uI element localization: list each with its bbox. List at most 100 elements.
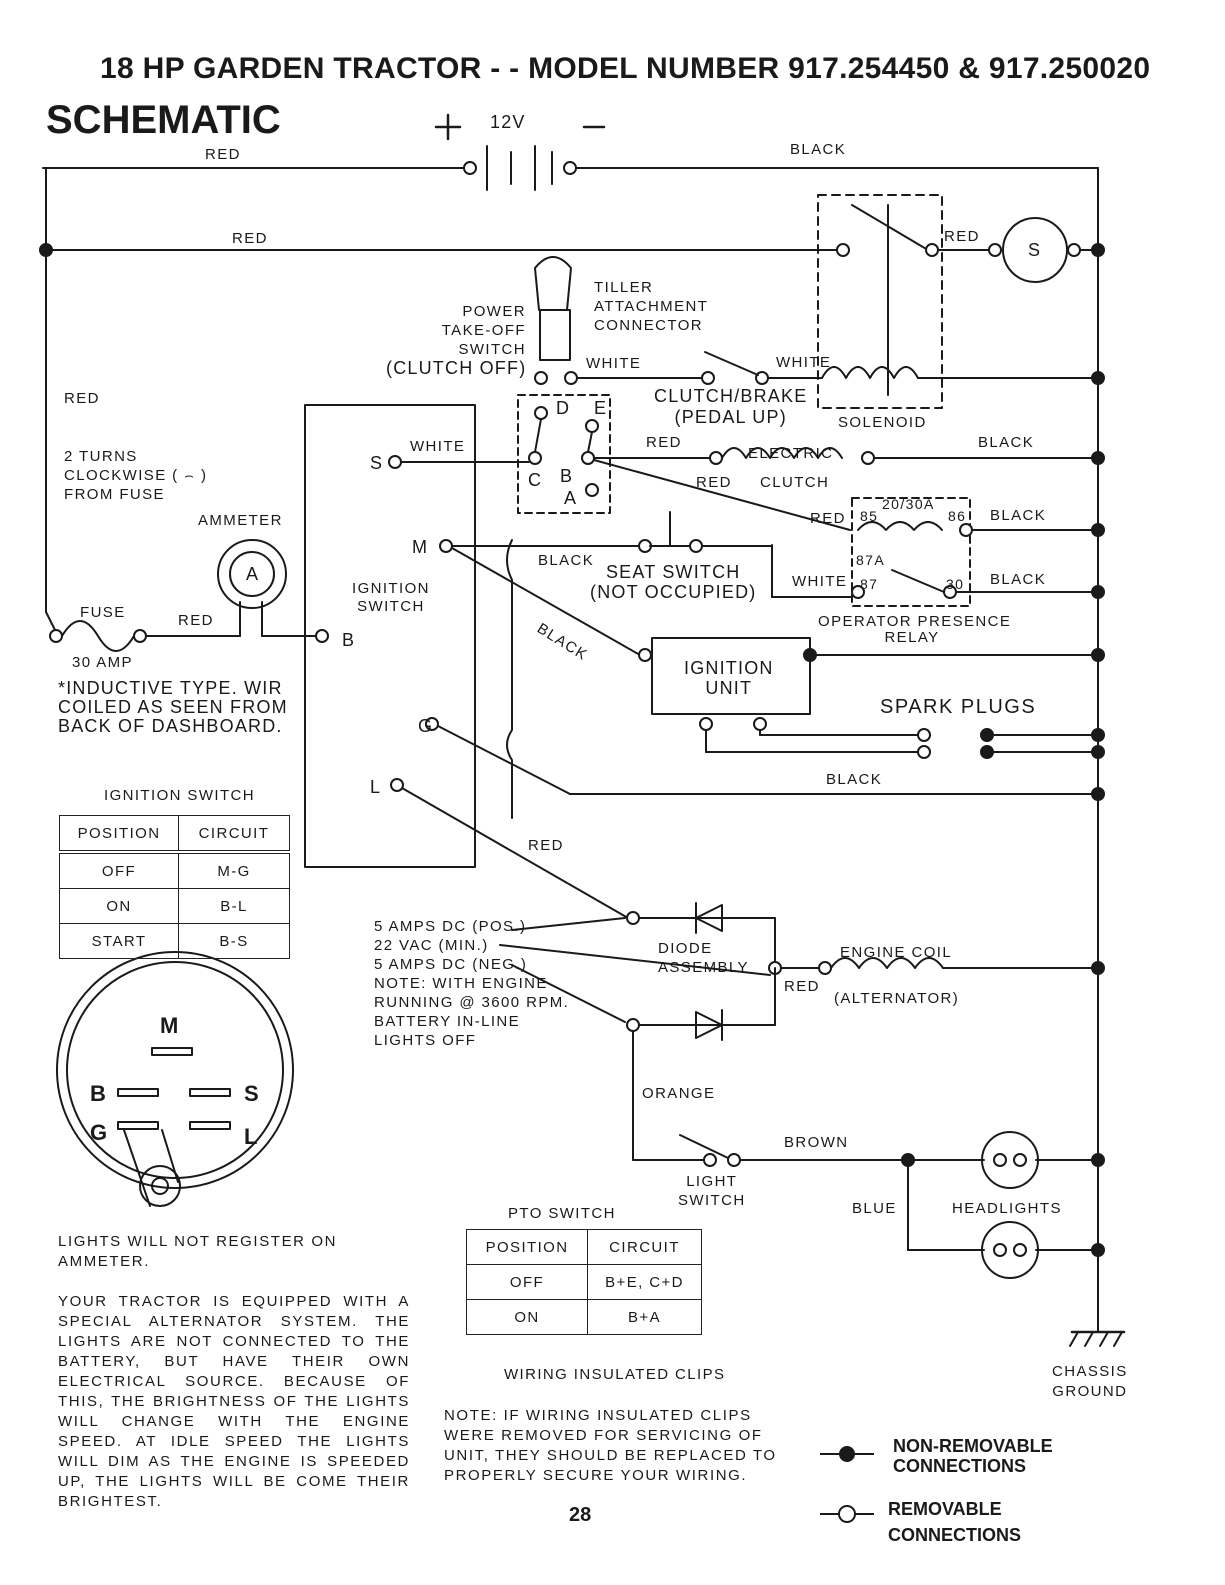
wire-label-black-top: BLACK (790, 141, 847, 158)
clips-title: WIRING INSULATED CLIPS (504, 1366, 726, 1383)
clips-note: NOTE: IF WIRING INSULATED CLIPS WERE REM… (444, 1407, 777, 1484)
relay-box (851, 497, 971, 607)
ignition-unit (651, 637, 811, 715)
fuse-label: FUSE (80, 604, 126, 621)
relay-pin-87: 87 (860, 576, 879, 592)
wire-label-red-relay: RED (810, 510, 846, 527)
ignition-table-title: IGNITION SWITCH (104, 787, 255, 804)
wire-label-blue: BLUE (852, 1200, 897, 1217)
switch-face-s: S (244, 1081, 259, 1106)
ignition-terminal-m: M (412, 537, 429, 557)
pto-terminal-b: B (560, 466, 574, 486)
solenoid-label: SOLENOID (838, 414, 927, 431)
legend-symbols (820, 1446, 874, 1523)
fuse-rating: 30 AMP (72, 654, 133, 671)
table-row: ON B-L (59, 888, 290, 924)
legend-non-removable-icon (839, 1446, 855, 1462)
pto-terminal-a: A (564, 488, 578, 508)
pto-switch-box (517, 394, 611, 514)
pto-table: POSITION CIRCUIT OFF B+E, C+D ON B+A (466, 1229, 702, 1335)
tiller-connector (534, 256, 572, 311)
headlights-label: HEADLIGHTS (952, 1200, 1062, 1217)
wire-label-orange: ORANGE (642, 1085, 716, 1102)
wire-label-black-g: BLACK (826, 771, 883, 788)
starter-symbol: S (1028, 240, 1042, 260)
switch-face-g: G (90, 1120, 108, 1145)
ammeter-symbol: A (246, 564, 260, 584)
headlight-upper (981, 1131, 1039, 1189)
alternator-output-note: 5 AMPS DC (POS.)22 VAC (MIN.) 5 AMPS DC … (374, 918, 570, 1049)
ammeter-label: AMMETER (198, 512, 283, 529)
legend-removable-icon (838, 1505, 856, 1523)
table-row: POSITION CIRCUIT (59, 815, 290, 854)
wire-label-white-solenoid: WHITE (776, 354, 832, 371)
relay-rating: 20/30A (882, 496, 935, 512)
relay-pin-86: 86 (948, 508, 967, 524)
wire-label-brown: BROWN (784, 1134, 849, 1151)
wire-label-red-top: RED (205, 146, 241, 163)
electric-clutch-label: ELECTRIC (748, 445, 834, 462)
switch-face-m: M (160, 1013, 179, 1038)
engine-coil-label: ENGINE COIL (840, 944, 953, 961)
relay-pin-85: 85 (860, 508, 879, 524)
table-row: POSITION CIRCUIT (466, 1229, 702, 1265)
ignition-terminal-l: L (370, 777, 382, 797)
wire-label-red-electric: RED (646, 434, 682, 451)
table-row: ON B+A (466, 1299, 702, 1335)
solenoid-box (817, 194, 943, 409)
wire-label-white-ignition: WHITE (410, 438, 466, 455)
relay-pin-30: 30 (946, 576, 965, 592)
pto-terminal-c: C (528, 470, 543, 490)
electric-clutch-label-2: CLUTCH (760, 474, 830, 491)
pto-table-title: PTO SWITCH (508, 1205, 616, 1222)
switch-face-outer (56, 951, 294, 1189)
relay-pin-87a: 87A (856, 552, 886, 568)
wire-label-black-seat: BLACK (538, 552, 595, 569)
wire-label-red-diode: RED (784, 978, 820, 995)
pto-terminal-d: D (556, 398, 571, 418)
ignition-table: POSITION CIRCUIT OFF M-G ON B-L START B-… (59, 815, 290, 959)
battery-voltage: 12V (490, 112, 526, 132)
wire-label-white-relay: WHITE (792, 573, 848, 590)
wire-label-black-solenoid: BLACK (978, 434, 1035, 451)
wire-label-red-left: RED (64, 390, 100, 407)
ignition-terminal-b: B (342, 630, 356, 650)
schematic-heading: SCHEMATIC (46, 98, 281, 142)
headlight-lower (981, 1221, 1039, 1279)
page-title: 18 HP GARDEN TRACTOR - - MODEL NUMBER 91… (100, 52, 1151, 85)
clutch-brake-label: CLUTCH/BRAKE(PEDAL UP) (654, 386, 808, 427)
wire-label-red-clutch: RED (696, 474, 732, 491)
wire-label-red-fuse: RED (178, 612, 214, 629)
ignition-terminal-g: G (418, 716, 434, 736)
wire-label-black-relay-30: BLACK (990, 571, 1047, 588)
lights-not-register-note: LIGHTS WILL NOT REGISTER ON AMMETER. (58, 1233, 338, 1270)
table-row: START B-S (59, 923, 290, 959)
pto-terminal-e: E (594, 398, 608, 418)
wire-label-red-second: RED (232, 230, 268, 247)
switch-face-b: B (90, 1081, 106, 1106)
table-row: OFF B+E, C+D (466, 1264, 702, 1300)
alternator-paragraph: YOUR TRACTOR IS EQUIPPED WITH A SPECIAL … (58, 1293, 410, 1510)
alternator-label: (ALTERNATOR) (834, 990, 960, 1007)
seat-switch-label: SEAT SWITCH(NOT OCCUPIED) (590, 562, 757, 602)
ammeter-ring (217, 539, 287, 609)
wire-label-red-l: RED (528, 837, 564, 854)
page-number: 28 (569, 1504, 592, 1526)
wire-label-white-pto: WHITE (586, 355, 642, 372)
spark-plugs-label: SPARK PLUGS (880, 696, 1037, 718)
wire-label-black-relay-86: BLACK (990, 507, 1047, 524)
ignition-terminal-s: S (370, 453, 384, 473)
